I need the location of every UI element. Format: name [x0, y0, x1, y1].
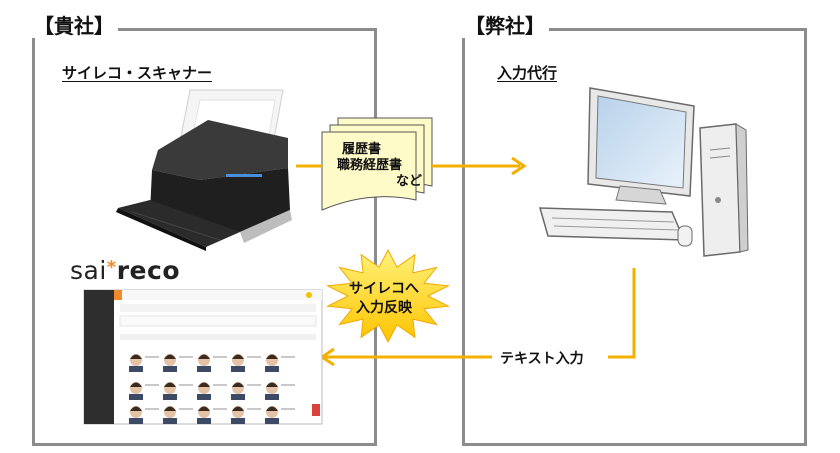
profile-text-line: [213, 408, 227, 410]
profile-body: [163, 418, 177, 424]
logo-part-sai: sai: [70, 256, 107, 285]
profile-text-line: [213, 356, 227, 358]
profile-text-line: [281, 408, 295, 410]
profile-hair: [198, 406, 210, 411]
profile-body: [129, 366, 143, 372]
profile-hair: [232, 382, 244, 387]
profile-body: [129, 394, 143, 400]
scanner-illustration: [116, 89, 292, 251]
profile-body: [197, 394, 211, 400]
profile-body: [231, 418, 245, 424]
profile-hair: [198, 354, 210, 359]
profile-hair: [130, 354, 142, 359]
profile-hair: [266, 382, 278, 387]
computer-illustration: [538, 87, 749, 257]
profile-text-line: [247, 356, 261, 358]
text-input-label: テキスト入力: [500, 351, 584, 367]
profile-hair: [130, 406, 142, 411]
profile-body: [231, 366, 245, 372]
profile-body: [197, 418, 211, 424]
profile-text-line: [179, 384, 193, 386]
profile-hair: [164, 382, 176, 387]
profile-body: [231, 394, 245, 400]
vendor-frame: [462, 28, 807, 446]
profile-text-line: [247, 408, 261, 410]
profile-body: [197, 366, 211, 372]
document-line-etc: など: [396, 174, 423, 189]
document-line-career-history: 職務経歴書: [337, 158, 403, 173]
profile-hair: [198, 382, 210, 387]
scanner-label: サイレコ・スキャナー: [62, 64, 213, 82]
vendor-frame-title: 【弊社】: [461, 14, 549, 38]
document-stack: [321, 117, 433, 211]
burst-line2: 入力反映: [356, 300, 412, 316]
flow-arrow-to-vendor: [296, 156, 527, 176]
profile-body: [265, 418, 279, 424]
profile-body: [163, 366, 177, 372]
profile-text-line: [281, 356, 295, 358]
profile-text-line: [247, 384, 261, 386]
burst-line1: サイレコへ: [349, 281, 419, 297]
saireco-logo: sai*reco: [70, 256, 180, 285]
profile-hair: [232, 354, 244, 359]
profile-hair: [266, 406, 278, 411]
saireco-screenshot: [83, 289, 323, 425]
profile-text-line: [145, 408, 159, 410]
document-line-resume: 履歴書: [342, 142, 382, 157]
profile-text-line: [179, 408, 193, 410]
profile-text-line: [145, 384, 159, 386]
profile-hair: [130, 382, 142, 387]
input-service-label: 入力代行: [497, 64, 558, 82]
profile-body: [265, 394, 279, 400]
profile-hair: [266, 354, 278, 359]
profile-hair: [164, 354, 176, 359]
logo-star: *: [106, 257, 117, 278]
profile-body: [265, 366, 279, 372]
client-frame: [32, 28, 377, 446]
profile-body: [163, 394, 177, 400]
profile-text-line: [145, 356, 159, 358]
profile-text-line: [179, 356, 193, 358]
client-frame-title: 【貴社】: [30, 14, 118, 38]
profile-text-line: [281, 384, 295, 386]
profile-hair: [164, 406, 176, 411]
logo-part-reco: reco: [116, 256, 180, 285]
profile-body: [129, 418, 143, 424]
profile-hair: [232, 406, 244, 411]
reflect-burst: [325, 249, 451, 343]
profile-text-line: [213, 384, 227, 386]
